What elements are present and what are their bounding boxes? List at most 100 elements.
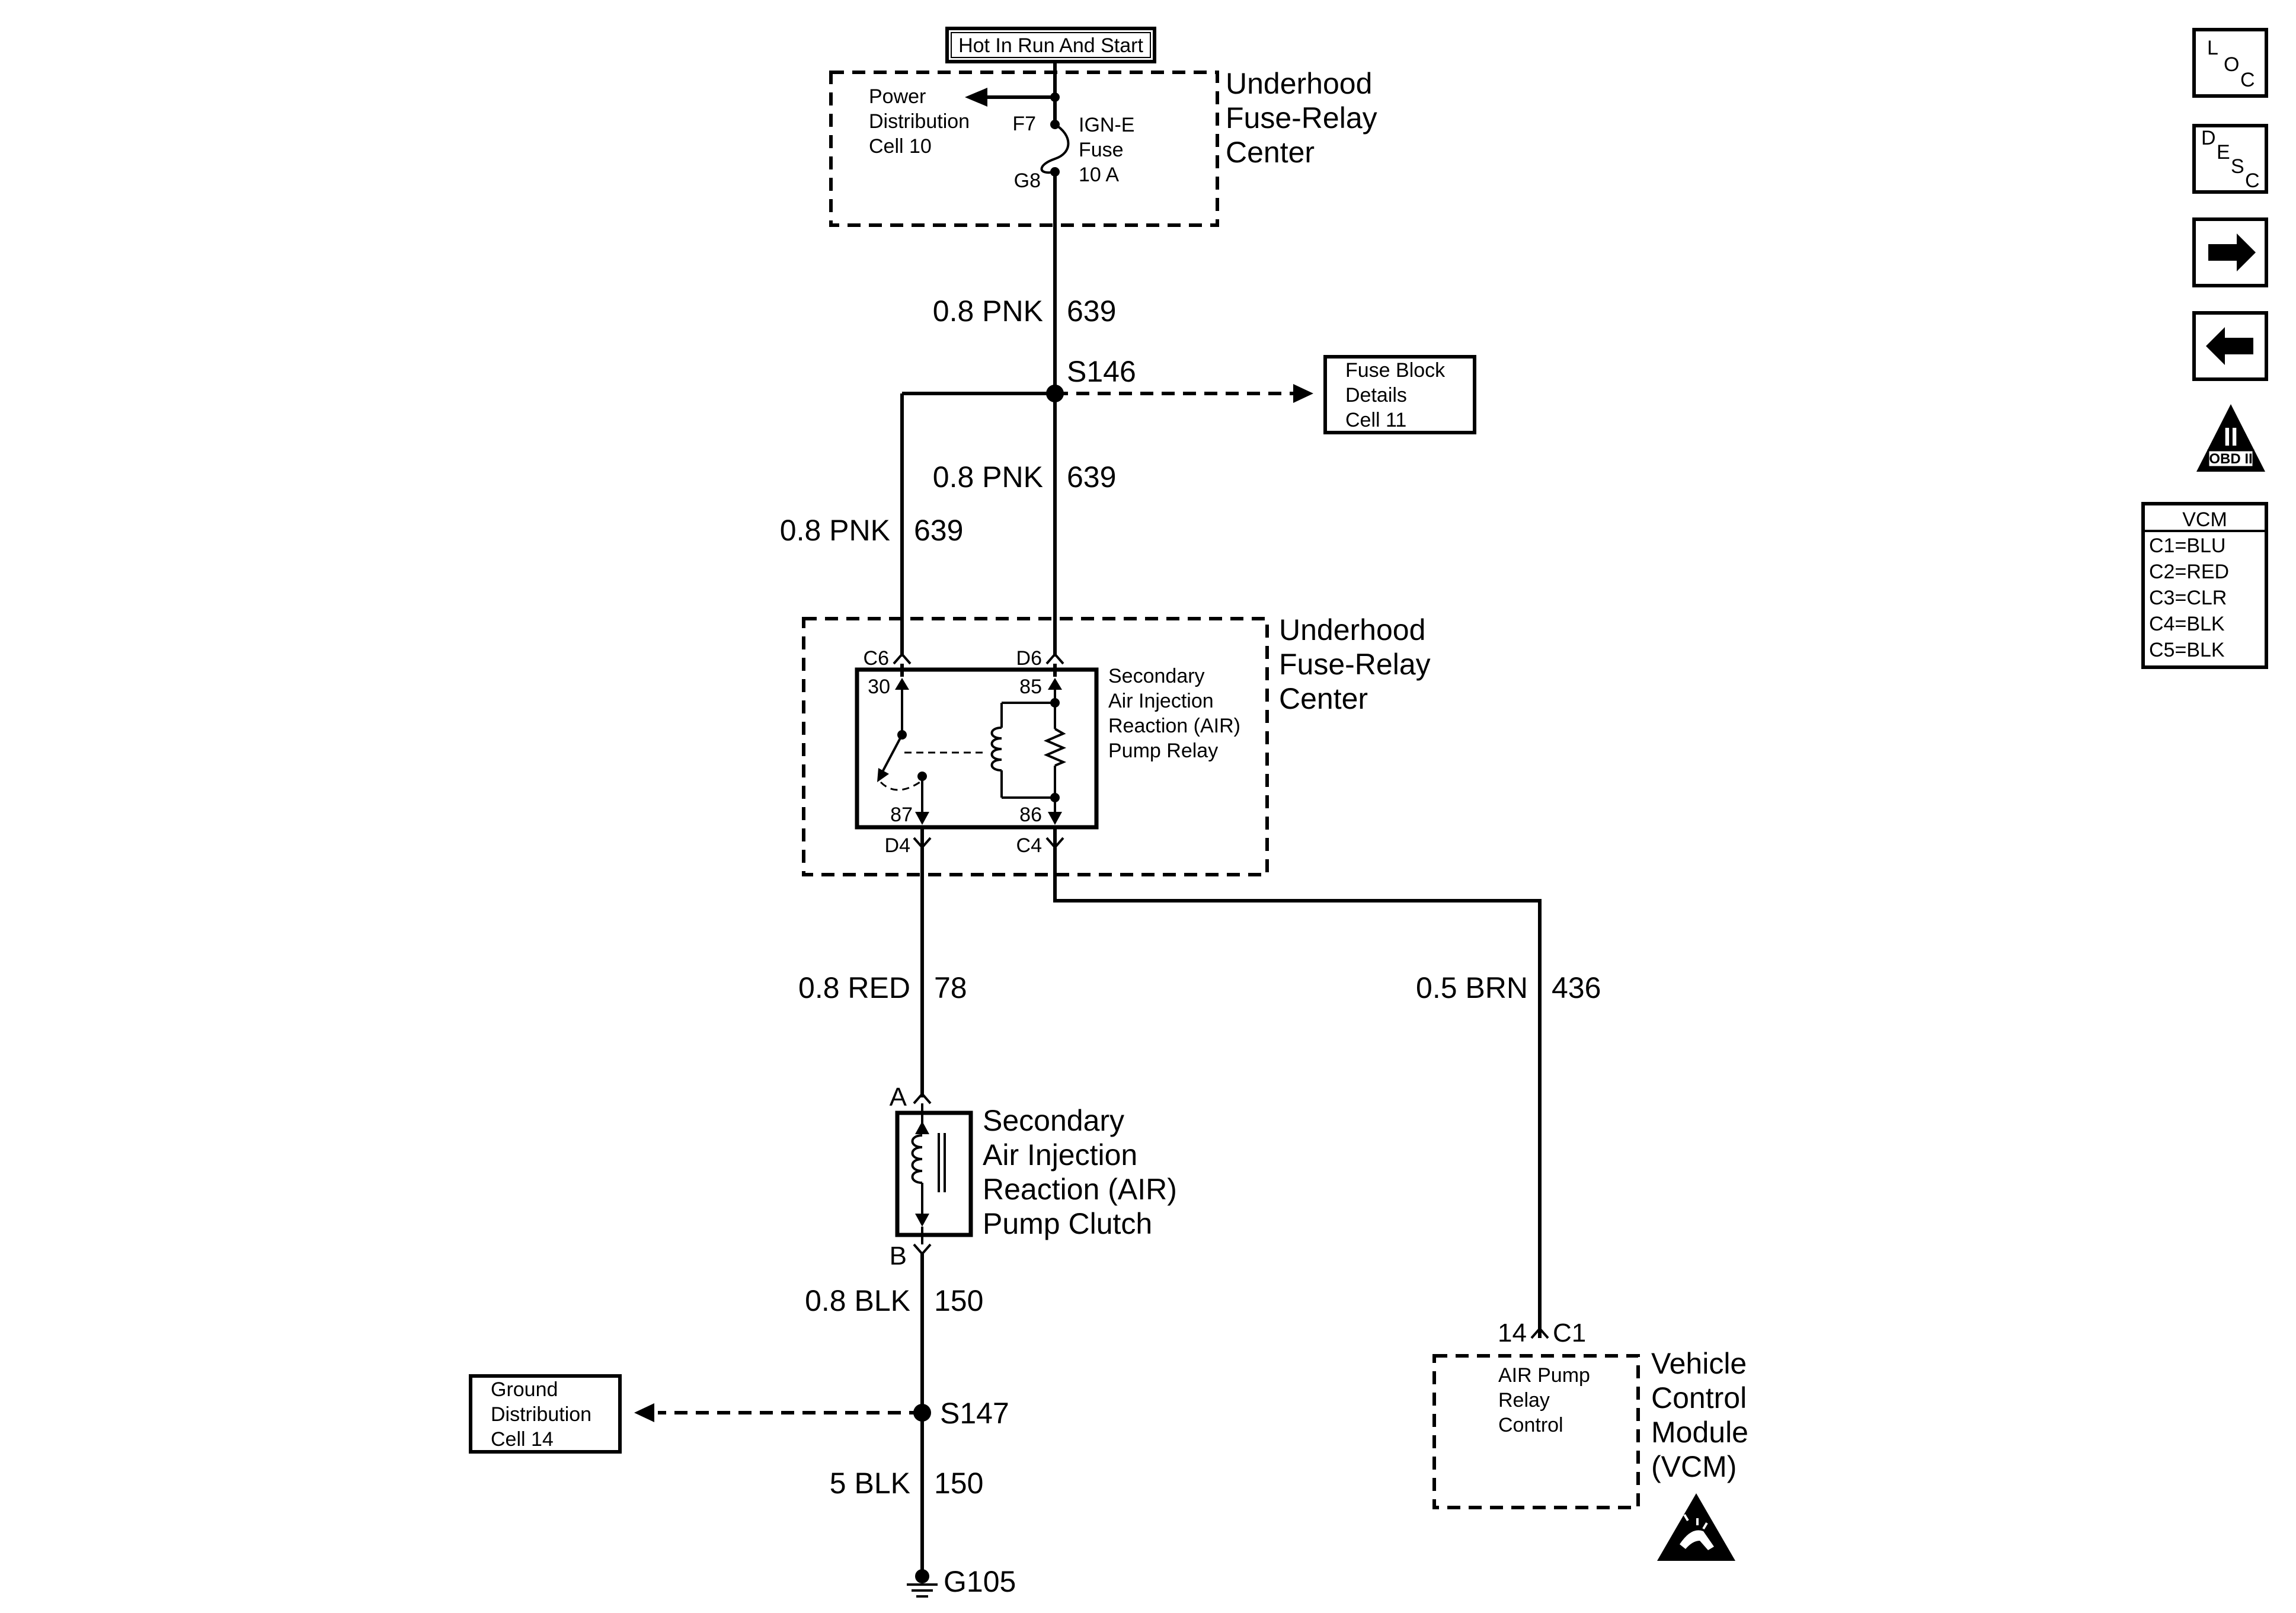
clutch-pin-a: A	[890, 1083, 907, 1112]
vehicle-control-module: 14 C1 AIR Pump Relay Control Vehicle Con…	[1432, 1318, 1748, 1561]
wire-5-gauge: 0.5 BRN	[1416, 971, 1528, 1004]
forward-button[interactable]	[2192, 217, 2268, 287]
clutch-name-3: Reaction (AIR)	[983, 1173, 1177, 1206]
vcm-legend-item: C2=RED	[2149, 561, 2229, 583]
fuse-center-top-name-2: Fuse-Relay	[1226, 101, 1377, 135]
fuse-block-ref-2: Details	[1345, 384, 1407, 407]
pin-85-label: 85	[1019, 676, 1042, 698]
vcm-name-2: Control	[1651, 1381, 1747, 1414]
ground-ref-3: Cell 14	[491, 1428, 554, 1451]
connector-a-icon	[913, 1092, 932, 1105]
vcm-legend-item: C5=BLK	[2149, 639, 2225, 661]
desc-button[interactable]: D E S C	[2192, 124, 2268, 194]
fuse-icon	[1040, 123, 1070, 174]
arrow-left-icon	[965, 88, 987, 107]
desc-letter-e: E	[2217, 141, 2230, 164]
hot-in-run-label: Hot In Run And Start	[945, 27, 1156, 63]
wire-4-circuit: 78	[934, 971, 967, 1004]
pin-86-label: 86	[1019, 804, 1042, 826]
fuse-label-2: Fuse	[1079, 139, 1124, 161]
relay-name-3: Reaction (AIR)	[1108, 715, 1240, 737]
loc-letter-l: L	[2207, 37, 2218, 59]
connector-c4-label: C4	[1016, 834, 1042, 857]
ground-ref-2: Distribution	[491, 1403, 591, 1426]
splice-s147: S147	[634, 1397, 1009, 1430]
obd-label: OBD II	[2209, 451, 2252, 467]
vcm-legend-item: C4=BLK	[2149, 613, 2225, 635]
fuse-pin-in: F7	[1012, 113, 1036, 135]
fuse-block-details-link[interactable]: Fuse Block Details Cell 11	[1323, 355, 1476, 434]
ground-label: G105	[944, 1565, 1016, 1598]
clutch-name-2: Air Injection	[983, 1138, 1137, 1172]
desc-letter-c: C	[2245, 169, 2260, 192]
connector-c1-icon	[1530, 1326, 1549, 1339]
fuse-center-top-name-3: Center	[1226, 136, 1315, 169]
relay-center-name-2: Fuse-Relay	[1279, 648, 1431, 681]
clutch-box	[895, 1110, 973, 1237]
power-ref-line-1: Power	[869, 85, 926, 108]
wire-6-circuit: 150	[934, 1284, 983, 1317]
loc-letter-c: C	[2240, 69, 2255, 91]
arrow-down-icon	[915, 812, 929, 825]
desc-letter-s: S	[2231, 155, 2244, 178]
power-ref-line-2: Distribution	[869, 110, 970, 133]
air-pump-clutch: A B Secondary Air Injection Reaction (AI…	[890, 1083, 1177, 1270]
fuse-center-top-name-1: Underhood	[1226, 67, 1372, 100]
clutch-name-1: Secondary	[983, 1104, 1124, 1137]
wire-6-gauge: 0.8 BLK	[805, 1284, 910, 1317]
ground-icon	[907, 1583, 938, 1598]
back-button[interactable]	[2192, 311, 2268, 381]
wire-7-gauge: 5 BLK	[830, 1467, 910, 1500]
loc-button[interactable]: L O C	[2192, 28, 2268, 98]
connector-d4-label: D4	[885, 834, 910, 857]
fuse-label-3: 10 A	[1079, 164, 1119, 186]
resistor-icon	[1043, 728, 1067, 767]
vcm-function-2: Relay	[1498, 1389, 1550, 1412]
connector-d6-icon	[1045, 652, 1064, 665]
arrow-up-icon	[895, 678, 909, 690]
vcm-connector: C1	[1553, 1318, 1586, 1348]
desc-letter-d: D	[2201, 127, 2216, 149]
relay-center-name-1: Underhood	[1279, 613, 1425, 647]
connector-b-icon	[913, 1243, 932, 1256]
wire-3-gauge: 0.8 PNK	[780, 514, 890, 547]
fuse-pin-out: G8	[1014, 169, 1041, 192]
ground-distribution-link[interactable]: Ground Distribution Cell 14	[469, 1374, 622, 1454]
vcm-name-3: Module	[1651, 1416, 1748, 1449]
wire-1-gauge: 0.8 PNK	[933, 295, 1043, 328]
splice-s147-label: S147	[940, 1397, 1009, 1430]
relay-coil-icon	[990, 727, 1002, 772]
wire-4-gauge: 0.8 RED	[798, 971, 910, 1004]
pin-30-label: 30	[868, 676, 890, 698]
vcm-legend-title: VCM	[2182, 508, 2227, 531]
loc-letter-o: O	[2224, 53, 2239, 76]
clutch-coil-icon	[911, 1134, 923, 1184]
fuse-block-ref-1: Fuse Block	[1345, 359, 1446, 382]
relay-name-4: Pump Relay	[1108, 740, 1218, 762]
vcm-legend-item: C3=CLR	[2149, 587, 2227, 609]
fuse-label-1: IGN-E	[1079, 114, 1134, 136]
connector-c6-icon	[893, 652, 912, 665]
fuse-relay-center-relay: Underhood Fuse-Relay Center C6 D6 30 87 …	[802, 613, 1431, 876]
vcm-name-1: Vehicle	[1651, 1347, 1747, 1380]
arrow-right-icon	[634, 1403, 654, 1422]
clutch-pin-b: B	[890, 1241, 907, 1270]
arrow-left-icon	[2206, 327, 2253, 365]
splice-s146: S146	[900, 355, 1313, 657]
obd-ii-icon[interactable]: OBD II II	[2196, 404, 2265, 472]
esd-warning-icon	[1657, 1493, 1735, 1561]
fuse-block-ref-3: Cell 11	[1345, 409, 1406, 431]
relay-box	[855, 667, 1099, 830]
hot-label-text: Hot In Run And Start	[958, 34, 1143, 57]
wire-3-circuit: 639	[914, 514, 963, 547]
vcm-pin: 14	[1498, 1318, 1527, 1348]
vcm-legend-item: C1=BLU	[2149, 535, 2225, 557]
connector-d6-label: D6	[1016, 647, 1042, 670]
arrow-right-icon	[1293, 384, 1313, 403]
ground-ref-1: Ground	[491, 1378, 558, 1401]
vcm-connector-legend: VCM C1=BLU C2=RED C3=CLR C4=BLK C5=BLK	[2141, 502, 2268, 669]
relay-name-2: Air Injection	[1108, 690, 1214, 712]
wire-2-gauge: 0.8 PNK	[933, 460, 1043, 494]
